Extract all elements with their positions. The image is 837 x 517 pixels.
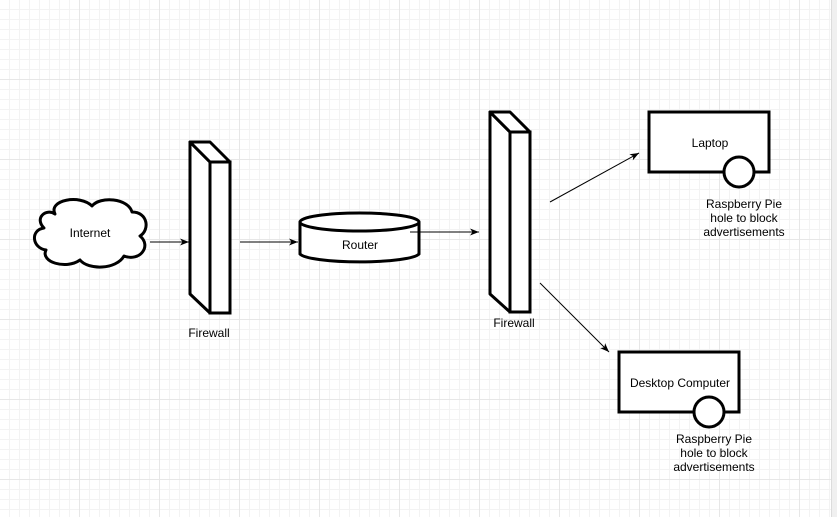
- edge-firewall2-laptop[interactable]: [549, 152, 640, 203]
- firewall-1-label: Firewall: [188, 326, 229, 340]
- firewall-2-label: Firewall: [493, 316, 534, 330]
- desktop-label: Desktop Computer: [630, 376, 730, 390]
- desktop-pihole-note-line-2: hole to block: [680, 446, 748, 460]
- desktop-node[interactable]: Desktop Computer: [617, 350, 741, 429]
- laptop-pihole-note-line-2: hole to block: [710, 211, 778, 225]
- canvas-scroll-edge: [831, 0, 837, 517]
- desktop-pihole-circle: [692, 395, 726, 429]
- laptop-pihole-circle: [722, 155, 756, 189]
- edge-firewall2-desktop[interactable]: [539, 282, 610, 353]
- desktop-pihole-note-line-3: advertisements: [673, 460, 754, 474]
- internet-label: Internet: [70, 226, 111, 240]
- desktop-pihole-note-line-1: Raspberry Pie: [676, 432, 752, 446]
- router[interactable]: Router: [298, 211, 421, 264]
- firewall-2[interactable]: Firewall: [488, 110, 535, 330]
- firewall-1[interactable]: Firewall: [188, 140, 232, 340]
- laptop-label: Laptop: [692, 136, 729, 150]
- laptop-pihole-note-line-3: advertisements: [703, 225, 784, 239]
- internet-cloud[interactable]: Internet: [33, 198, 148, 269]
- laptop-pihole-note-line-1: Raspberry Pie: [706, 197, 782, 211]
- router-label: Router: [342, 238, 378, 252]
- laptop-node[interactable]: Laptop: [647, 110, 771, 189]
